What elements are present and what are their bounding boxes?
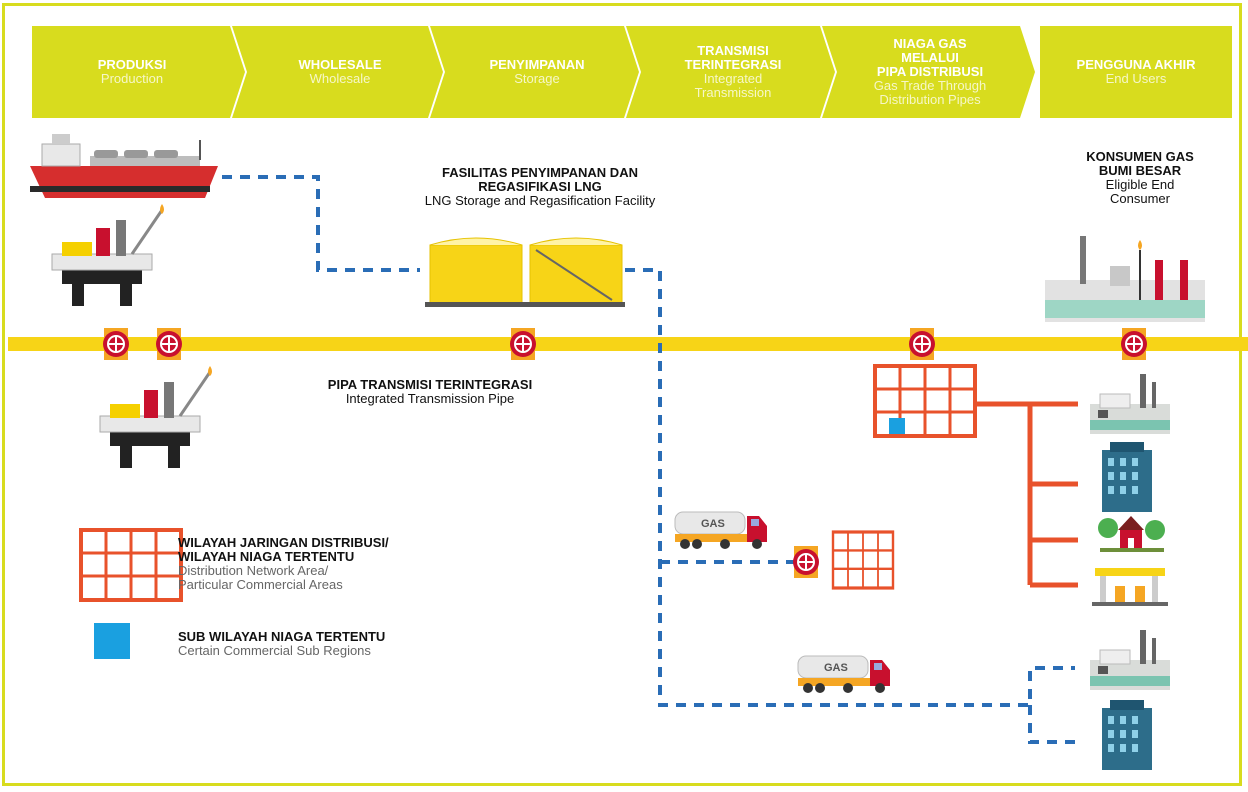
stage-title: PRODUKSI — [97, 57, 167, 72]
refinery-icon — [1045, 236, 1205, 322]
office-building-icon — [1102, 442, 1152, 512]
stage-chevron-production — [32, 26, 245, 118]
office-building-icon — [1102, 700, 1152, 770]
stage-title: PENGGUNA AKHIR — [1076, 57, 1196, 72]
sub-region-square — [889, 418, 905, 434]
lng-storage-tank-icon — [425, 237, 625, 307]
legend-sub-title: SUB WILAYAH NIAGA TERTENTU — [178, 629, 386, 644]
lng-dashed-route — [222, 175, 1075, 744]
storage-facility-title: FASILITAS PENYIMPANAN DAN REGASIFIKASI L… — [442, 165, 638, 194]
stage-subtitle: Production — [100, 71, 164, 86]
offshore-platform-icon — [98, 364, 214, 470]
stage-box-end-users — [1040, 26, 1232, 118]
stage-production: PRODUKSI Production — [32, 26, 232, 118]
legend-network-subtitle: Distribution Network Area/ Particular Co… — [178, 563, 343, 592]
gas-truck-label: GAS — [824, 662, 848, 674]
eligible-consumer-label: KONSUMEN GAS BUMI BESAR Eligible End Con… — [1060, 150, 1220, 206]
legend-sub-region: SUB WILAYAH NIAGA TERTENTU Certain Comme… — [178, 630, 478, 658]
stage-title: NIAGA GAS MELALUI PIPA DISTRIBUSI — [876, 36, 984, 79]
pipe-valve-icon — [155, 327, 183, 361]
stage-title: WHOLESALE — [298, 57, 382, 72]
eligible-consumer-title: KONSUMEN GAS BUMI BESAR — [1086, 149, 1194, 178]
stage-title: TRANSMISI TERINTEGRASI — [684, 43, 782, 72]
transmission-pipe-subtitle: Integrated Transmission Pipe — [345, 391, 515, 406]
diagram-frame — [2, 3, 1242, 786]
stage-title: PENYIMPANAN — [489, 57, 585, 72]
eligible-consumer-subtitle: Eligible End Consumer — [1105, 177, 1175, 206]
storage-facility-subtitle: LNG Storage and Regasification Facility — [424, 193, 656, 208]
pipe-valve-icon — [1120, 327, 1148, 361]
pipe-valve-icon — [792, 545, 820, 579]
power-plant-icon — [1089, 373, 1171, 435]
stage-subtitle: End Users — [1105, 71, 1167, 86]
house-icon — [1098, 516, 1165, 552]
stage-subtitle: Gas Trade Through Distribution Pipes — [873, 78, 987, 107]
stage-transmission: TRANSMISI TERINTEGRASI Integrated Transm… — [638, 26, 828, 118]
pipe-valve-icon — [509, 327, 537, 361]
stage-chevron-distribution — [822, 26, 1035, 118]
distribution-grid-icon — [831, 530, 895, 590]
gas-truck-icon: GAS — [797, 655, 891, 694]
legend-grid-icon — [79, 528, 183, 602]
power-plant-icon — [1089, 629, 1171, 691]
stage-chevron-wholesale — [232, 26, 443, 118]
gas-truck-icon: GAS — [674, 511, 768, 550]
offshore-platform-icon — [50, 202, 166, 308]
storage-facility-label: FASILITAS PENYIMPANAN DAN REGASIFIKASI L… — [370, 166, 710, 208]
stage-chevron-storage — [430, 26, 639, 118]
lng-ship-icon — [30, 134, 218, 198]
stage-chevron-transmission — [626, 26, 835, 118]
legend-sub-region-icon — [94, 623, 130, 659]
distribution-lines — [975, 401, 1078, 588]
stage-subtitle: Wholesale — [309, 71, 371, 86]
transmission-pipe-label: PIPA TRANSMISI TERINTEGRASI Integrated T… — [290, 378, 570, 406]
stage-banner — [32, 26, 1232, 118]
gas-truck-label: GAS — [701, 518, 725, 530]
transmission-pipe — [8, 337, 1248, 351]
stage-distribution: NIAGA GAS MELALUI PIPA DISTRIBUSI Gas Tr… — [833, 26, 1027, 118]
gas-station-icon — [1092, 568, 1168, 606]
stage-wholesale: WHOLESALE Wholesale — [245, 26, 435, 118]
transmission-pipe-title: PIPA TRANSMISI TERINTEGRASI — [327, 377, 533, 392]
legend-distribution-network: WILAYAH JARINGAN DISTRIBUSI/ WILAYAH NIA… — [178, 536, 478, 592]
stage-subtitle: Storage — [514, 71, 560, 86]
legend-sub-subtitle: Certain Commercial Sub Regions — [178, 643, 371, 658]
pipe-valve-icon — [102, 327, 130, 361]
legend-network-title: WILAYAH JARINGAN DISTRIBUSI/ WILAYAH NIA… — [178, 535, 389, 564]
stage-storage: PENYIMPANAN Storage — [442, 26, 632, 118]
stage-end-users: PENGGUNA AKHIR End Users — [1040, 26, 1232, 118]
stage-subtitle: Integrated Transmission — [694, 71, 772, 100]
pipe-valve-icon — [908, 327, 936, 361]
